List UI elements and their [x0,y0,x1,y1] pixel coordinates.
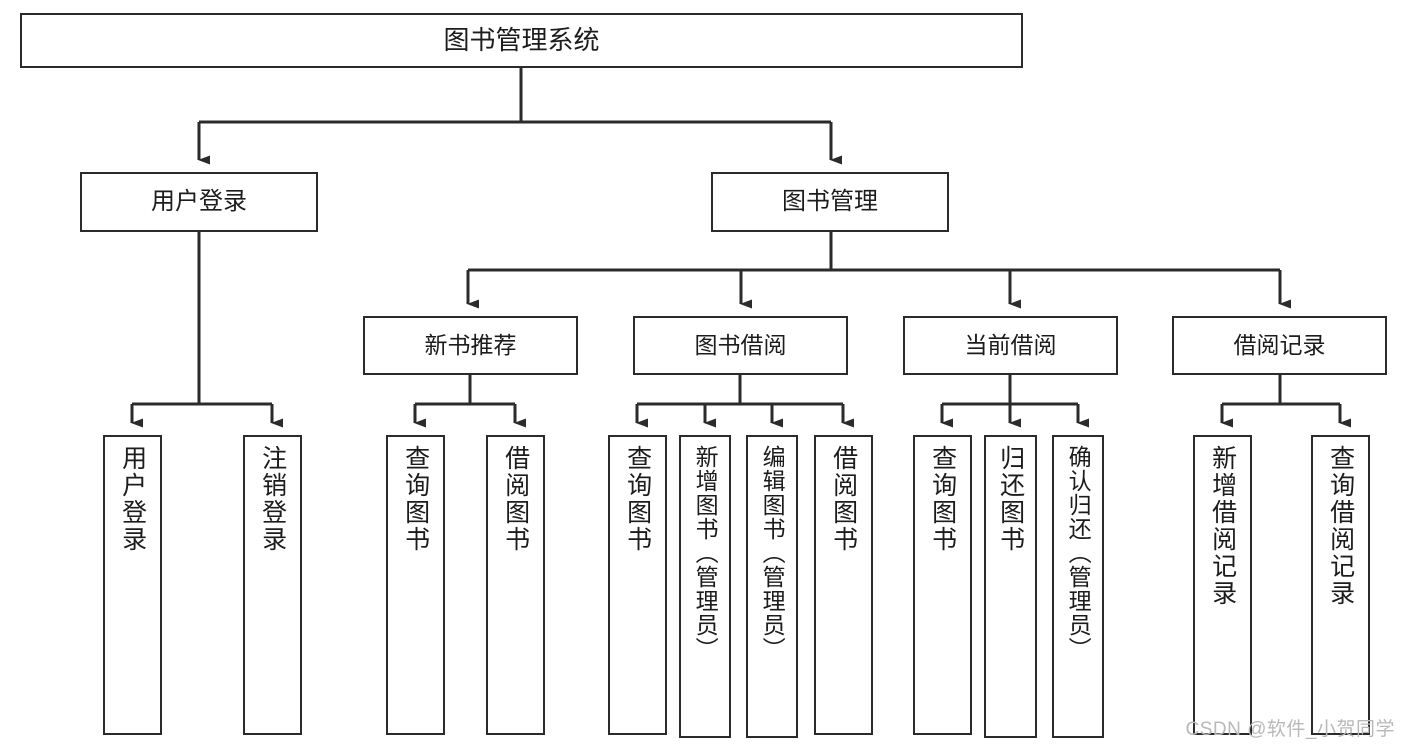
leaf-borrow-book-2-label: 借阅图书 [829,445,858,553]
leaf-edit-book[interactable]: 编辑图书（管理员） [746,435,798,738]
node-root-label: 图书管理系统 [443,24,600,55]
leaf-add-book-label: 新增图书（管理员） [692,445,719,661]
leaf-user-login-label: 用户登录 [118,445,147,553]
leaf-confirm-return[interactable]: 确认归还（管理员） [1052,435,1104,738]
leaf-edit-book-label: 编辑图书（管理员） [759,445,786,661]
leaf-borrow-book-1-label: 借阅图书 [501,445,530,553]
leaf-borrow-book-2[interactable]: 借阅图书 [814,435,873,735]
leaf-query-record-label: 查询借阅记录 [1326,445,1355,607]
leaf-borrow-book-1[interactable]: 借阅图书 [486,435,545,735]
node-book-borrow[interactable]: 图书借阅 [633,316,848,375]
leaf-query-book-1[interactable]: 查询图书 [386,435,445,735]
node-borrow-record-label: 借阅记录 [1233,332,1326,359]
leaf-query-record[interactable]: 查询借阅记录 [1311,435,1370,735]
leaf-confirm-return-label: 确认归还（管理员） [1065,445,1092,661]
node-borrow-record[interactable]: 借阅记录 [1172,316,1387,375]
leaf-query-book-1-label: 查询图书 [401,445,430,553]
node-user-login[interactable]: 用户登录 [80,172,318,232]
node-current-borrow[interactable]: 当前借阅 [903,316,1118,375]
node-book-manage-label: 图书管理 [782,188,878,216]
leaf-query-book-2-label: 查询图书 [623,445,652,553]
node-book-borrow-label: 图书借阅 [694,332,787,359]
leaf-add-book[interactable]: 新增图书（管理员） [679,435,731,738]
leaf-query-book-2[interactable]: 查询图书 [608,435,667,735]
node-book-manage[interactable]: 图书管理 [711,172,949,232]
leaf-user-login[interactable]: 用户登录 [103,435,162,735]
leaf-return-book[interactable]: 归还图书 [984,435,1037,738]
leaf-user-logout-label: 注销登录 [258,445,287,553]
leaf-user-logout[interactable]: 注销登录 [243,435,302,735]
node-current-borrow-label: 当前借阅 [964,332,1057,359]
leaf-add-record[interactable]: 新增借阅记录 [1193,435,1252,735]
node-root[interactable]: 图书管理系统 [20,13,1023,68]
leaf-return-book-label: 归还图书 [996,445,1025,553]
node-user-login-label: 用户登录 [151,188,247,216]
leaf-query-book-3[interactable]: 查询图书 [913,435,972,735]
node-new-book-recommend[interactable]: 新书推荐 [363,316,578,375]
node-new-book-recommend-label: 新书推荐 [424,332,517,359]
leaf-add-record-label: 新增借阅记录 [1208,445,1237,607]
leaf-query-book-3-label: 查询图书 [928,445,957,553]
